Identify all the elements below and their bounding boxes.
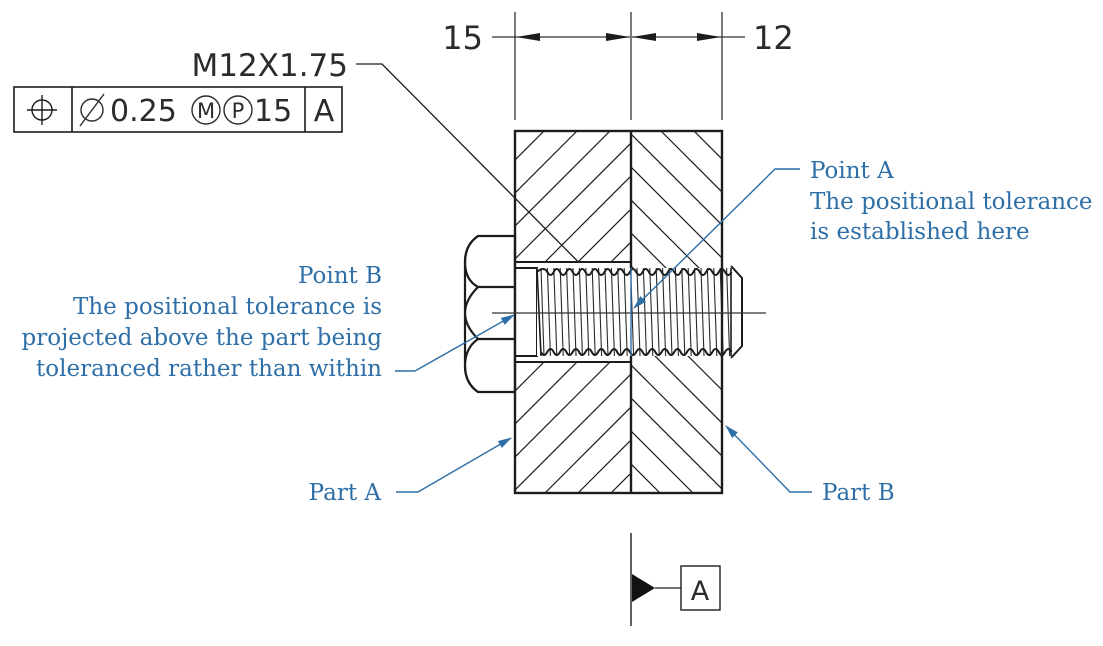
hatch-line [727,131,1089,493]
dimension-value-right: 12 [753,19,794,57]
point-a-line-2: is established here [810,219,1030,245]
bolt-head [465,236,515,392]
part-a-label: Part A [309,480,382,506]
datum-reference: A [314,94,335,129]
dimension-group: 15 12 [442,12,793,120]
projected-height: 15 [254,94,292,129]
point-b-title: Point B [298,263,382,289]
svg-text:P: P [232,99,245,123]
svg-text:M: M [197,99,215,123]
arrow-icon [606,33,630,41]
point-b-line-3: toleranced rather than within [36,356,382,382]
datum-feature-symbol: A [631,533,720,626]
hatch-line [793,131,1103,493]
point-a-line-1: The positional tolerance [810,189,1093,215]
point-b-line-1: The positional tolerance is [73,294,382,320]
datum-label: A [691,576,710,607]
tolerance-value: 0.25 [110,94,177,129]
hatch-line [859,131,1103,493]
point-b-line-2: projected above the part being [22,325,383,351]
dimension-value-left: 15 [442,19,483,57]
hatch-line [826,131,1103,493]
annotation-point-b: Point B The positional tolerance is proj… [22,263,514,382]
hatch-line [892,131,1103,493]
feature-control-frame: 0.25 M P 15 A [14,87,342,132]
bolt-thread [537,266,742,358]
hatch-line [694,131,1056,493]
part-b-label: Part B [822,480,895,506]
annotation-part-b: Part B [726,426,895,506]
arrow-icon [516,33,540,41]
arrow-icon [697,33,721,41]
bolt-shank [515,268,537,356]
point-a-title: Point A [810,158,894,184]
arrow-icon [632,33,656,41]
annotation-part-a: Part A [309,438,511,506]
thread-callout: M12X1.75 [192,48,348,84]
hatch-line [760,131,1103,493]
